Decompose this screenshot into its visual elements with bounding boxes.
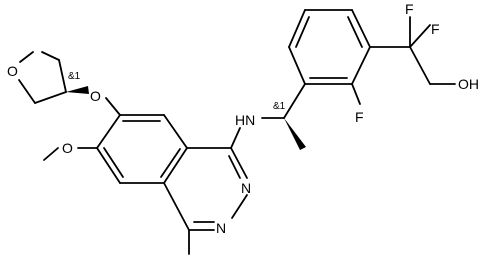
aryl-f-bond [351,83,361,105]
amine-label: HN [235,112,255,128]
benzo-ring [96,114,188,184]
hydroxyl-label: OH [458,76,479,92]
ring-nitrogen-1-label: N [241,180,251,196]
benzylic-stereo-label: &1 [273,101,286,112]
thf-stereo-label: &1 [68,71,81,82]
aryl-ring [288,9,371,85]
cf2-fluorine-b-label: F [431,21,440,37]
benzylic-aryl-bond [283,83,306,119]
thf-stereo-wedge [66,86,89,94]
aryl-fluorine-label: F [355,109,364,125]
ring-nitrogen-2-label: N [216,220,226,236]
ring-oxygen-label: O [7,63,18,79]
thf-ring [18,51,67,104]
ether-oxygen-label: O [90,88,101,104]
cf2-fluorine-a-label: F [405,1,414,17]
methoxy-oxygen-label: O [62,140,73,156]
amine-bond-1 [230,127,241,149]
ether-bond [105,97,121,116]
benzylic-stereo-wedge [284,118,306,150]
pyridazine-ring [163,147,248,231]
methoxy-bond-2 [43,147,59,161]
ch2-bond [409,46,431,85]
cf2-f-bond-b [409,24,431,48]
